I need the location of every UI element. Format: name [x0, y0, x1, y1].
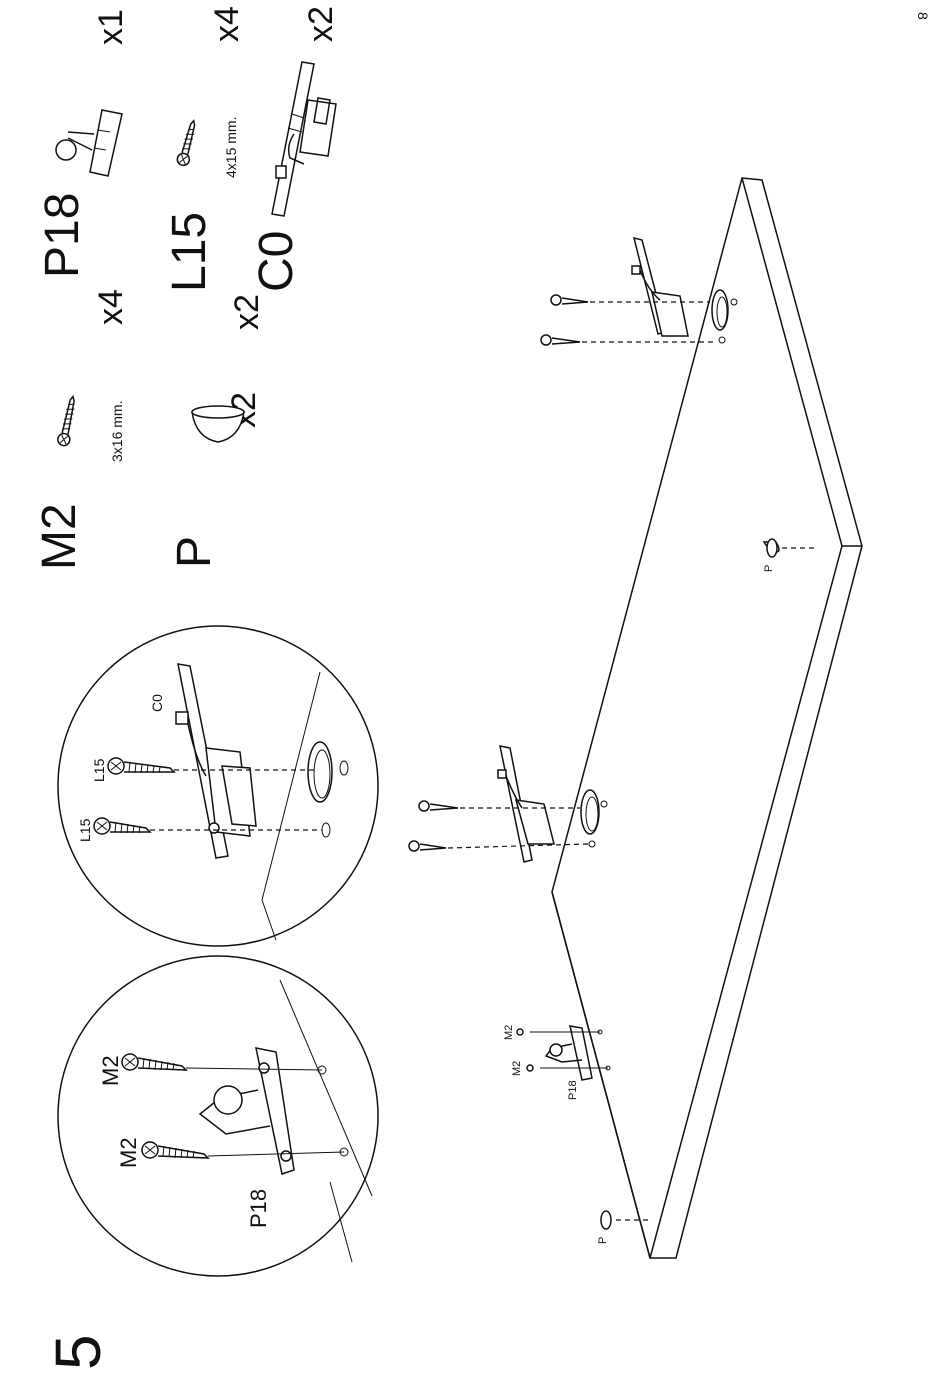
- main-label-m2-b: M2: [511, 1061, 523, 1076]
- part-qty-m2: x4: [92, 289, 130, 325]
- part-qty-c0: x2: [302, 6, 340, 42]
- detail-screw-2: [142, 1142, 348, 1158]
- hinge-icon: [272, 62, 336, 216]
- part-code-c0: C0: [250, 231, 303, 292]
- detail-hinge: [176, 664, 256, 858]
- part-qty-c0-extra: x2: [228, 294, 266, 330]
- part-code-m2: M2: [33, 503, 86, 570]
- part-size-l15: 4x15 mm.: [223, 117, 239, 178]
- detail-right-label-l15-a: L15: [91, 758, 107, 782]
- screw-icon: [176, 119, 199, 167]
- main-screw-top-a: [551, 295, 710, 305]
- detail-left-label-m2-a: M2: [98, 1055, 123, 1086]
- detail-right-label-l15-b: L15: [77, 818, 93, 842]
- detail-cup-hole: [308, 742, 348, 837]
- ball-catch-icon: [56, 110, 122, 176]
- knob-icon: [192, 406, 244, 442]
- magnifier-circle-icon: [58, 956, 378, 1276]
- main-label-p18: P18: [567, 1080, 579, 1100]
- part-code-p18: P18: [36, 193, 89, 278]
- detail-left-label-m2-b: M2: [116, 1137, 141, 1168]
- main-label-m2-a: M2: [503, 1025, 515, 1040]
- part-qty-p18: x1: [92, 9, 130, 45]
- step-number: 5: [42, 1334, 114, 1370]
- detail-right-label-c0: C0: [149, 694, 165, 712]
- main-label-p-top: P: [763, 565, 775, 572]
- detail-screw-1: [122, 1054, 326, 1074]
- main-screw-mid-a: [419, 801, 580, 811]
- detail-left-label-p18: P18: [246, 1189, 271, 1228]
- screw-icon: [57, 395, 79, 446]
- main-label-p-bottom: P: [597, 1237, 609, 1244]
- main-screw-mid-b: [409, 841, 588, 851]
- page-number: 8: [915, 12, 931, 20]
- main-screw-top-b: [541, 335, 716, 345]
- board-panel-icon: [552, 178, 862, 1258]
- part-code-p: P: [168, 536, 221, 568]
- part-qty-l15: x4: [208, 6, 246, 42]
- part-size-m2: 3x16 mm.: [109, 401, 125, 462]
- part-code-l15: L15: [163, 212, 216, 292]
